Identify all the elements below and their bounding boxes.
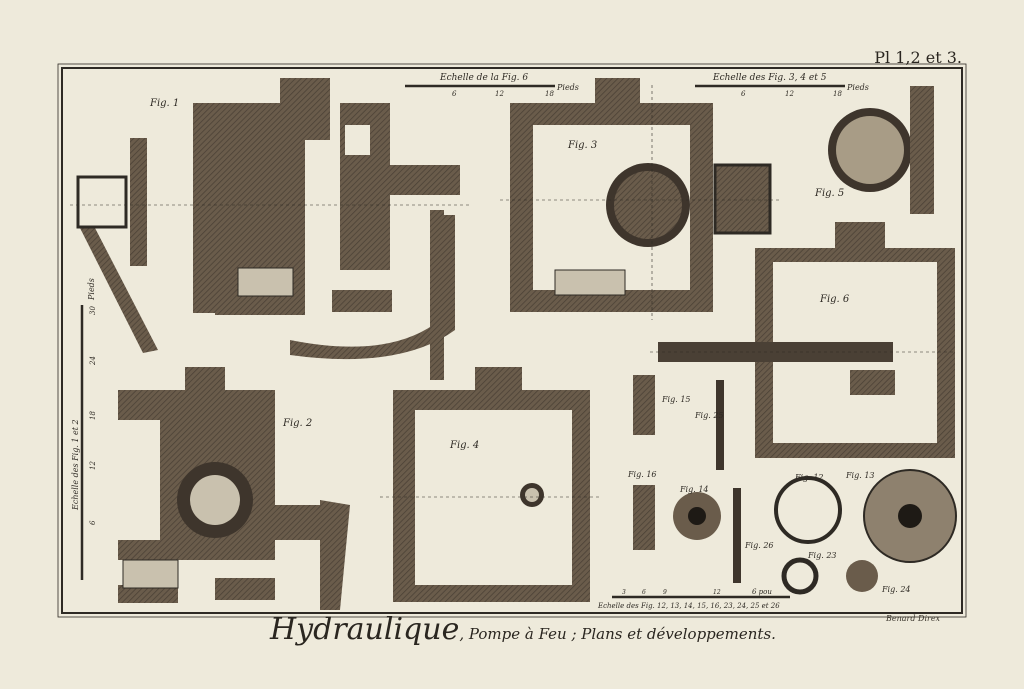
fig-label: Fig. 15 [661,395,691,404]
plate-title: Hydraulique, Pompe à Feu ; Plans et déve… [270,612,776,647]
engraver-credit: Benard Direx [886,614,941,623]
svg-text:6 pou: 6 pou [752,588,772,596]
plate-border [61,67,963,614]
fig-label: Fig. 3 [567,140,597,151]
fig-label: Fig. 1 [149,98,179,109]
fig-label: Fig. 14 [679,485,709,494]
scale-label-fig12: Echelle des Fig. 1 et 2 [71,419,80,511]
fig-5-drawing [828,86,934,214]
scale-label-fig345: Echelle des Fig. 3, 4 et 5 [712,73,827,83]
fig-label: Fig. 26 [744,541,774,550]
fig-label: Fig. 12 [794,473,824,482]
title-main: Hydraulique [270,612,460,647]
svg-text:9: 9 [663,589,667,596]
scale-label-small: Echelle des Fig. 12, 13, 14, 15, 16, 23,… [597,602,780,610]
fig-2-plan [118,367,350,610]
detail-figures [633,375,957,595]
fig-label: Fig. 25 [694,411,724,420]
svg-text:Pieds: Pieds [87,278,96,301]
fig-6-plan [658,222,955,458]
svg-text:18: 18 [545,90,554,98]
svg-text:Pieds: Pieds [846,83,869,92]
fig-label: Fig. 4 [449,440,479,451]
fig-1-plan [76,78,460,380]
fig-label: Fig. 24 [881,585,911,594]
plate-number: Pl 1,2 et 3. [874,48,962,67]
svg-text:12: 12 [713,589,721,596]
svg-text:6: 6 [452,90,457,98]
svg-text:18: 18 [89,411,97,420]
svg-text:3: 3 [622,589,626,596]
title-subtitle: , Pompe à Feu ; Plans et développements. [459,625,776,643]
scale-label-fig6: Echelle de la Fig. 6 [439,73,528,83]
fig-4-plan [393,367,590,602]
svg-text:12: 12 [89,461,97,470]
fig-label: Fig. 6 [819,294,850,305]
svg-text:30: 30 [89,306,97,315]
fig-label: Fig. 2 [282,418,312,429]
fig-label: Fig. 5 [814,188,844,199]
fig-label: Fig. 23 [807,551,837,560]
svg-text:12: 12 [785,90,794,98]
svg-text:24: 24 [89,356,97,366]
svg-text:Pieds: Pieds [556,83,579,92]
svg-text:12: 12 [495,90,504,98]
svg-text:6: 6 [741,90,746,98]
fig-label: Fig. 13 [845,471,875,480]
svg-text:6: 6 [89,520,97,525]
svg-text:18: 18 [833,90,842,98]
fig-3-plan [510,78,772,312]
svg-text:6: 6 [642,589,646,596]
fig-label: Fig. 16 [627,470,657,479]
